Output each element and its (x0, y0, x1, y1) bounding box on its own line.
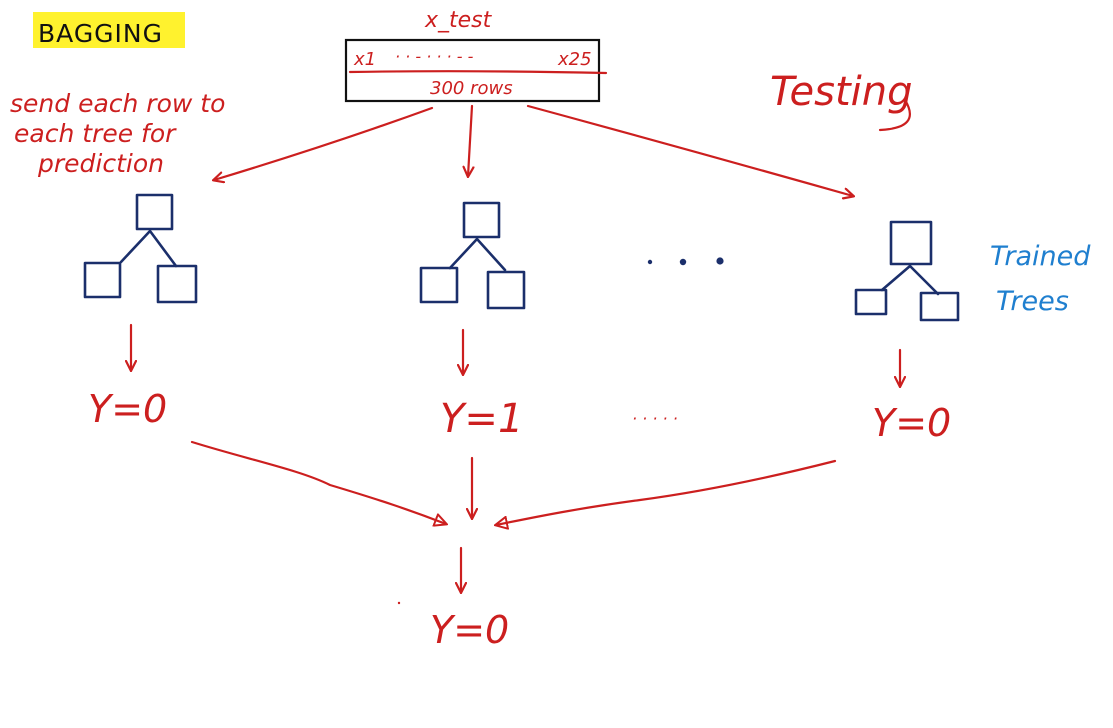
feature-ellipsis: · · - · · · - - (395, 47, 474, 66)
prediction-tree-2: Y=1 (440, 396, 523, 442)
testing-label-tail (878, 98, 911, 132)
trained-trees-line-2: Trees (996, 286, 1069, 317)
testing-label-group: Testing (770, 69, 912, 132)
tree-3-right-leaf (919, 291, 960, 322)
arrow-right-to-vote (496, 459, 837, 525)
last-feature-label: x25 (557, 49, 592, 70)
tree-1 (83, 193, 198, 304)
tree-2 (419, 201, 526, 310)
tree-3-branches (880, 264, 940, 296)
rows-label: 300 rows (430, 78, 513, 99)
dataset-to-trees-arrows (214, 104, 853, 196)
instruction-line-2: each tree for (14, 119, 177, 148)
ellipsis-dot (679, 258, 687, 266)
ellipsis-dot (716, 257, 724, 265)
tree-1-left-leaf (83, 261, 122, 299)
header-underline (348, 70, 608, 75)
testing-label: Testing (770, 69, 912, 115)
instruction-text: send each row to each tree for predictio… (10, 89, 225, 178)
tree-to-prediction-arrows (131, 323, 900, 386)
predictions-ellipsis: · · · · · (632, 409, 678, 428)
arrow-to-tree-1 (214, 106, 434, 180)
tree-1-branches (119, 229, 178, 268)
test-dataset-label: x_test (424, 8, 493, 33)
tree-2-left-leaf (419, 266, 459, 304)
tree-1-root (135, 193, 174, 231)
tree-1-right-leaf (156, 264, 198, 304)
tree-3-left-leaf (854, 288, 888, 316)
trees-ellipsis (647, 257, 724, 266)
tree-2-right-leaf (486, 270, 526, 310)
first-feature-label: x1 (353, 49, 376, 70)
tree-predictions: Y=0 Y=1 Y=0 · · · · · (88, 387, 951, 445)
trained-trees-line-1: Trained (990, 241, 1091, 272)
trained-trees-label: Trained Trees (990, 241, 1091, 317)
tree-2-branches (448, 237, 507, 272)
title-text: BAGGING (38, 19, 163, 48)
ellipsis-dot (647, 259, 653, 265)
stray-dot (397, 601, 401, 605)
final-prediction: Y=0 (430, 608, 509, 652)
tree-2-root (462, 201, 501, 239)
test-dataset: x_test x1 · · - · · · - - x25 300 rows (344, 8, 608, 103)
prediction-tree-1: Y=0 (88, 387, 167, 431)
prediction-tree-3: Y=0 (872, 401, 951, 445)
tree-3-root (889, 220, 933, 266)
test-dataset-box (344, 38, 601, 103)
instruction-line-3: prediction (37, 149, 164, 178)
instruction-line-1: send each row to (10, 89, 225, 118)
arrow-to-tree-3 (526, 104, 853, 196)
final-prediction-group: Y=0 (397, 601, 509, 652)
arrow-left-to-vote (190, 440, 446, 524)
aggregation-arrows (190, 440, 837, 592)
title-highlight (33, 12, 185, 48)
tree-3 (854, 220, 960, 322)
arrow-to-tree-2 (468, 104, 472, 176)
title-group: BAGGING (33, 12, 185, 48)
